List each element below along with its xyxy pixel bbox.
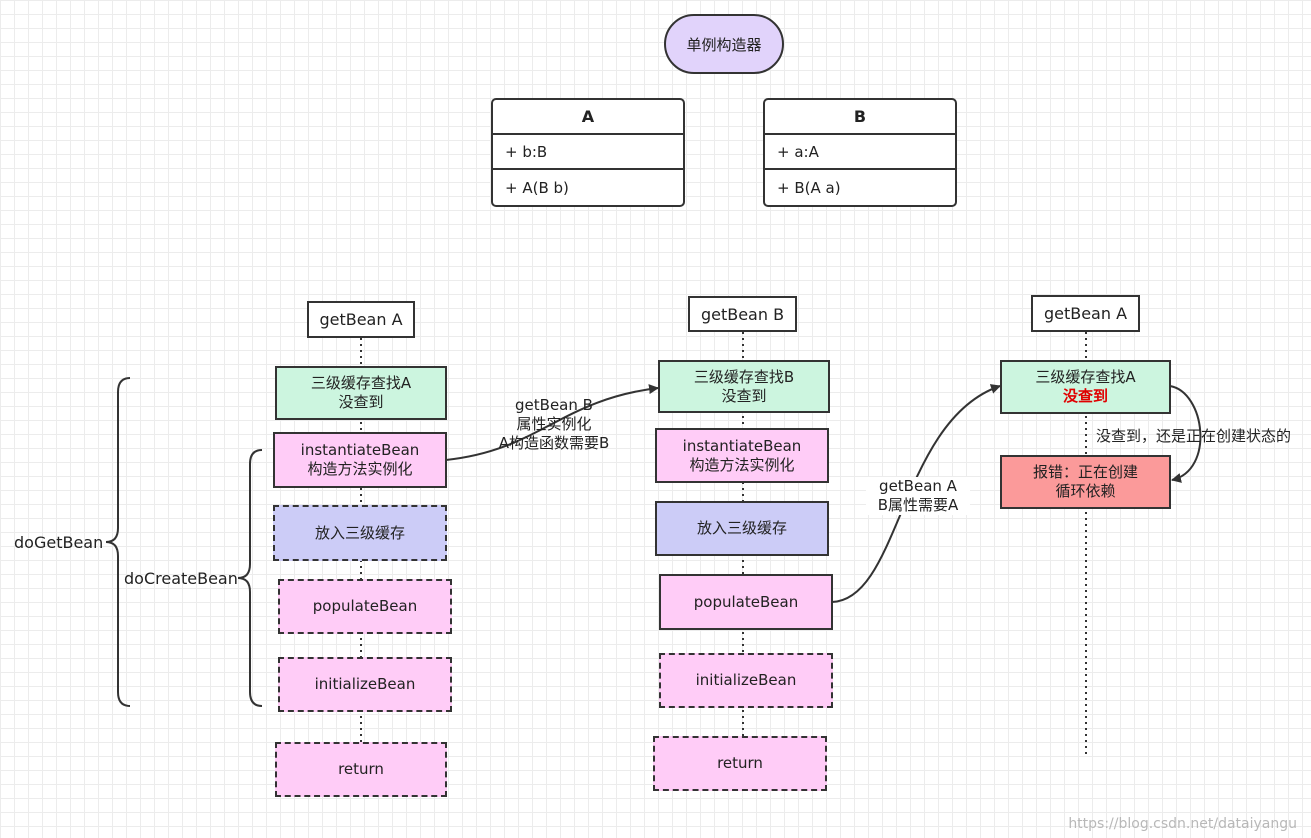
- col-a-cache-line1: 三级缓存查找A: [310, 374, 412, 392]
- col-a2-header: getBean A: [1031, 295, 1140, 332]
- col-a-return: return: [275, 742, 447, 797]
- col-b-cache-line2: 没查到: [721, 386, 767, 405]
- annotation-b-to-a: getBean A B属性需要A: [866, 477, 970, 515]
- col-b-return-label: return: [717, 754, 763, 772]
- col-b-header: getBean B: [688, 296, 797, 332]
- class-b-method: + B(A a): [777, 178, 841, 197]
- col-a-initialize: initializeBean: [278, 657, 452, 712]
- col-a2-cache-line1: 三级缓存查找A: [1035, 368, 1136, 386]
- col-a-populate-label: populateBean: [312, 597, 418, 615]
- class-a-box: A + b:B + A(B b): [491, 98, 685, 207]
- brace-doGetBean: [105, 377, 131, 707]
- col-a-populate: populateBean: [278, 579, 452, 634]
- annotation-b-to-a-line2: B属性需要A: [877, 496, 959, 514]
- col-b-add-cache-label: 放入三级缓存: [696, 519, 787, 537]
- col-a2-error: 报错：正在创建 循环依赖: [1000, 455, 1171, 509]
- annotation-not-found: 没查到，还是正在创建状态的: [1096, 427, 1292, 445]
- col-b-initialize: initializeBean: [659, 653, 833, 708]
- col-a-add-cache: 放入三级缓存: [273, 505, 447, 561]
- col-b-initialize-label: initializeBean: [695, 671, 797, 689]
- col-b-instantiate-line2: 构造方法实例化: [689, 455, 795, 474]
- arrow-a-to-b: [445, 384, 659, 461]
- brace-label-doGetBean: doGetBean: [14, 533, 104, 552]
- class-b-name: B: [765, 100, 955, 135]
- col-a-instantiate-line1: instantiateBean: [300, 441, 420, 459]
- col-a-cache-lookup: 三级缓存查找A 没查到: [275, 366, 447, 420]
- col-b-instantiate-line1: instantiateBean: [682, 436, 802, 455]
- annotation-a-to-b-line2: 属性实例化: [516, 415, 592, 433]
- col-a-instantiate-line2: 构造方法实例化: [307, 460, 413, 478]
- annotation-a-to-b-line1: getBean B: [515, 396, 593, 414]
- arrow-not-found: [1169, 385, 1202, 483]
- title-node: 单例构造器: [664, 14, 784, 74]
- annotation-a-to-b: getBean B 属性实例化 A构造函数需要B: [488, 396, 620, 453]
- col-a-cache-line2: 没查到: [338, 393, 384, 411]
- col-a2-error-line2: 循环依赖: [1055, 482, 1116, 500]
- col-b-instantiate: instantiateBean 构造方法实例化: [655, 428, 829, 483]
- col-b-add-cache: 放入三级缓存: [655, 501, 829, 556]
- class-a-field: + b:B: [493, 135, 683, 170]
- col-a2-cache-lookup: 三级缓存查找A 没查到: [1000, 360, 1171, 414]
- brace-doCreateBean: [237, 449, 263, 707]
- class-b-box: B + a:A + B(A a): [763, 98, 957, 207]
- col-a-add-cache-label: 放入三级缓存: [314, 523, 405, 542]
- col-b-cache-lookup: 三级缓存查找B 没查到: [658, 360, 830, 413]
- col-a2-cache-line2: 没查到: [1062, 387, 1108, 405]
- annotation-a-to-b-line3: A构造函数需要B: [498, 434, 610, 452]
- class-a-method: + A(B b): [505, 178, 569, 197]
- col-b-populate: populateBean: [659, 574, 833, 630]
- brace-label-doCreateBean: doCreateBean: [124, 569, 238, 588]
- col-b-populate-label: populateBean: [693, 592, 799, 611]
- watermark: https://blog.csdn.net/dataiyangu: [1068, 816, 1297, 832]
- col-b-cache-line1: 三级缓存查找B: [693, 367, 795, 386]
- col-a-header: getBean A: [307, 301, 415, 338]
- annotation-b-to-a-line1: getBean A: [879, 477, 957, 495]
- col-b-return: return: [653, 736, 827, 791]
- class-b-field: + a:A: [765, 135, 955, 170]
- col-a-return-label: return: [338, 760, 384, 778]
- col-a-instantiate: instantiateBean 构造方法实例化: [273, 432, 447, 488]
- col-a2-error-line1: 报错：正在创建: [1032, 463, 1138, 481]
- col-a-initialize-label: initializeBean: [314, 675, 416, 693]
- class-a-name: A: [493, 100, 683, 135]
